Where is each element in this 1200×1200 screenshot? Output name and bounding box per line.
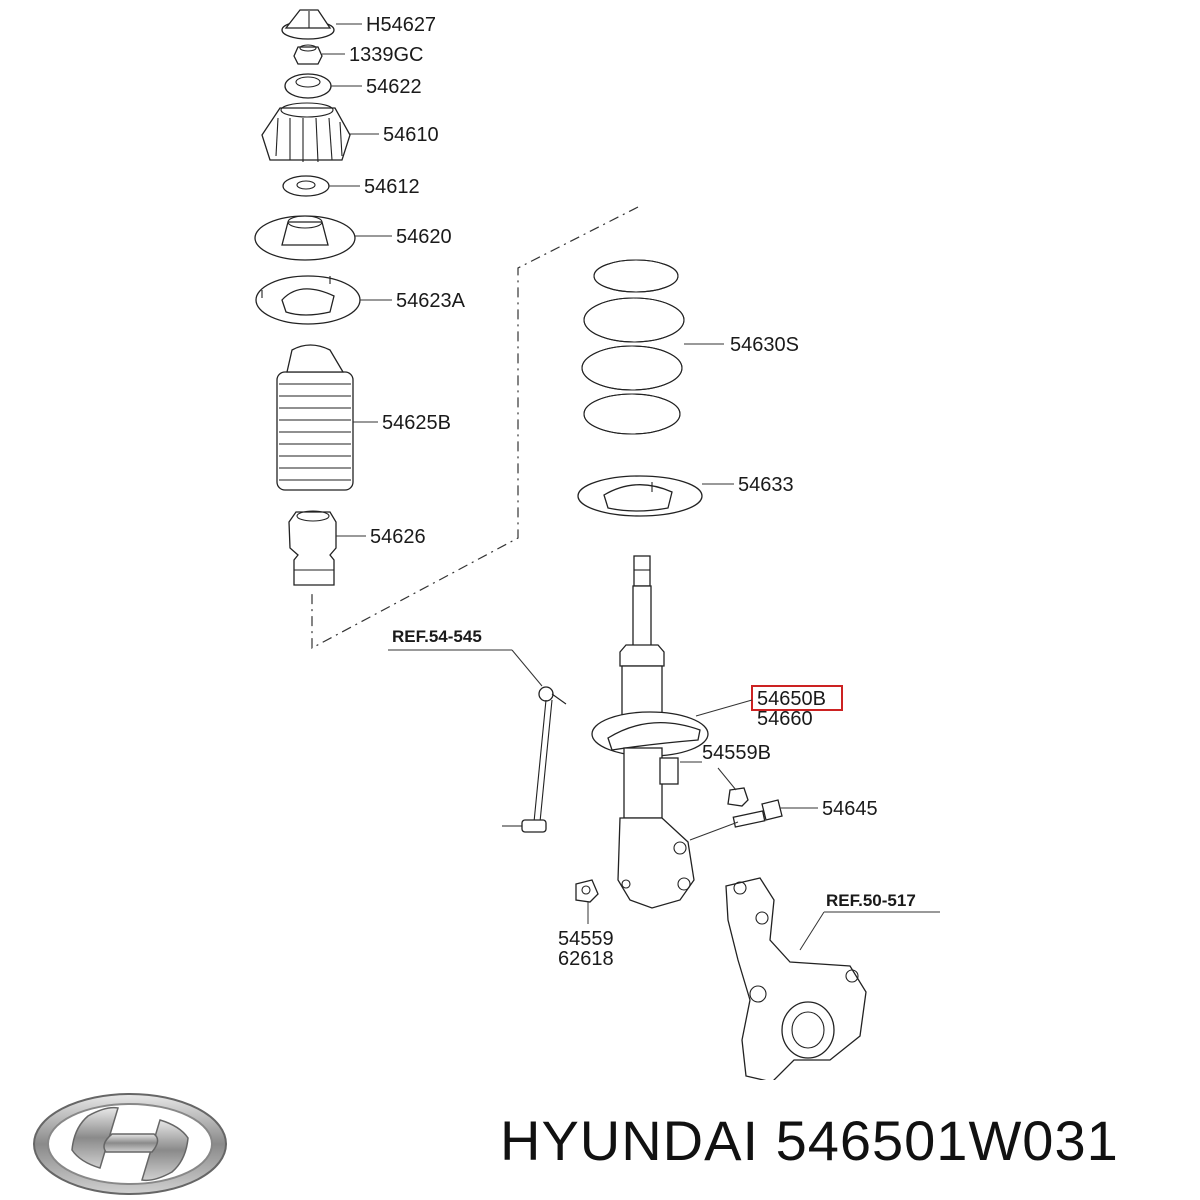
part-1339gc <box>293 44 323 65</box>
part-54622 <box>284 73 332 99</box>
part-54625b <box>276 344 354 491</box>
label-54622: 54622 <box>366 76 422 98</box>
part-54559 <box>575 879 599 903</box>
brand-part-number-caption: HYUNDAI 546501W031 <box>500 1109 1119 1172</box>
part-54612 <box>282 175 330 197</box>
label-54623a: 54623A <box>396 290 466 312</box>
assembly-dashed-line <box>311 206 639 650</box>
part-54559b <box>727 787 749 807</box>
label-54645: 54645 <box>822 798 878 820</box>
part-54610 <box>261 102 351 163</box>
label-62618: 62618 <box>558 948 614 970</box>
highlight-box-54650b <box>751 685 843 711</box>
part-54630s <box>581 259 685 435</box>
part-54626 <box>288 510 337 586</box>
label-54633: 54633 <box>738 474 794 496</box>
label-54630s: 54630S <box>730 334 799 356</box>
label-54612: 54612 <box>364 176 420 198</box>
ref-stabilizer: REF.54-545 <box>392 627 482 646</box>
label-54610: 54610 <box>383 124 439 146</box>
part-steering-knuckle <box>725 877 867 1080</box>
part-54623a <box>255 275 361 325</box>
ref-knuckle: REF.50-517 <box>826 891 916 910</box>
label-54559: 54559 <box>558 928 614 950</box>
label-54626: 54626 <box>370 526 426 548</box>
part-strut-assembly <box>591 555 709 909</box>
part-54645 <box>732 799 783 828</box>
part-54620 <box>254 215 356 261</box>
label-54559b: 54559B <box>702 742 771 764</box>
label-h54627: H54627 <box>366 14 436 36</box>
label-54660: 54660 <box>757 708 813 730</box>
label-1339gc: 1339GC <box>349 44 424 66</box>
parts-diagram: H54627 1339GC 54622 54610 54612 54620 <box>254 9 940 1080</box>
label-54625b: 54625B <box>382 412 451 434</box>
hyundai-logo-icon <box>33 1093 227 1195</box>
label-54650b: 54650B <box>757 688 826 710</box>
part-stabilizer-link <box>502 686 567 833</box>
label-54620: 54620 <box>396 226 452 248</box>
part-54633 <box>577 475 703 517</box>
part-h54627 <box>281 9 335 40</box>
